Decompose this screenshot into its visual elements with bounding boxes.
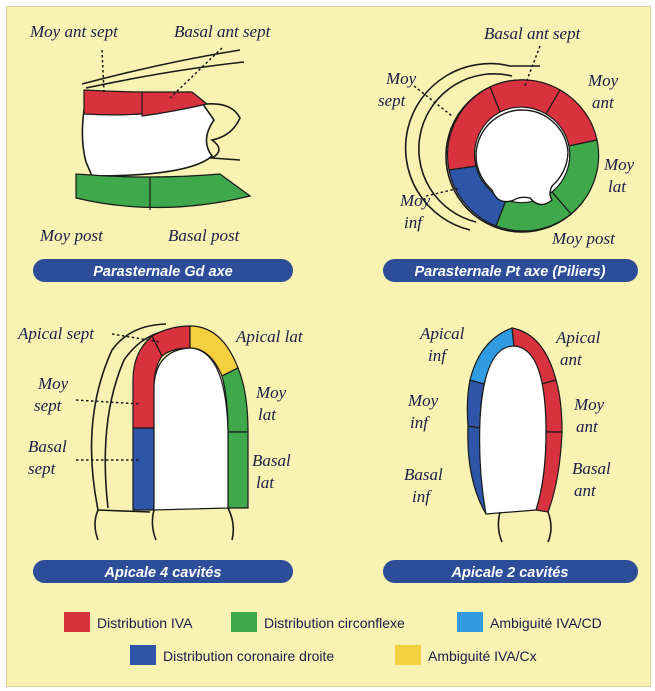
leader-basal-ant-sept [170, 48, 222, 98]
label-moy-lat-4c-2: lat [258, 405, 277, 424]
panel-apical-2-chamber: Apical inf Apical ant Moy inf Moy ant Ba… [383, 324, 638, 583]
legend-label-iva: Distribution IVA [97, 615, 193, 631]
banner-parasternal-gd-axe-text: Parasternale Gd axe [93, 264, 232, 280]
label-apical-lat: Apical lat [235, 327, 304, 346]
label-moy-sept-4c-2: sept [34, 396, 63, 415]
panel-parasternal-long-axis: Moy ant sept Basal ant sept Moy post Bas… [29, 22, 293, 282]
tricuspid-stub [95, 510, 98, 540]
legend-item-ambiguite-iva-cd: Ambiguité IVA/CD [457, 612, 602, 632]
leader-moy-ant-sept [102, 50, 104, 92]
label-moy-lat-4c-1: Moy [255, 383, 287, 402]
mitral-stub-right [228, 508, 233, 540]
outer-arc-2 [86, 62, 244, 88]
label-moy-lat-1: Moy [603, 155, 635, 174]
legend-label-ambiguite-iva-cd: Ambiguité IVA/CD [490, 615, 602, 631]
label-basal-sept-2: sept [28, 459, 57, 478]
label-apical-ant-2: ant [560, 350, 583, 369]
lv-cavity-2c [480, 346, 546, 514]
label-moy-ant-2c-2: ant [576, 417, 599, 436]
label-moy-inf-2c-2: inf [410, 413, 430, 432]
legend: Distribution IVA Distribution circonflex… [64, 612, 602, 665]
segment-posterior-wall [76, 174, 250, 208]
label-moy-ant-sept: Moy ant sept [29, 22, 119, 41]
legend-item-coronaire-droite: Distribution coronaire droite [130, 645, 334, 665]
banner-apicale-4-cavites-text: Apicale 4 cavités [104, 565, 222, 581]
banner-parasternal-pt-axe-text: Parasternale Pt axe (Piliers) [414, 264, 605, 280]
segment-basal-sept [133, 428, 154, 510]
label-moy-sept-4c-1: Moy [37, 374, 69, 393]
label-basal-ant-sept-sax: Basal ant sept [484, 24, 582, 43]
label-basal-sept-1: Basal [28, 437, 67, 456]
label-apical-inf-2: inf [428, 346, 448, 365]
label-apical-ant-1: Apical [555, 328, 601, 347]
legend-item-ambiguite-iva-cx: Ambiguité IVA/Cx [395, 645, 537, 665]
leader-moy-sept-4c [76, 400, 140, 404]
label-basal-inf-1: Basal [404, 465, 443, 484]
legend-item-circonflexe: Distribution circonflexe [231, 612, 405, 632]
label-apical-inf-1: Apical [419, 324, 465, 343]
banner-apicale-2-cavites-text: Apicale 2 cavités [451, 565, 569, 581]
mitral-stub-2c-left [498, 512, 502, 542]
label-moy-inf-1: Moy [399, 191, 431, 210]
label-moy-inf-2c-1: Moy [407, 391, 439, 410]
label-moy-post-sax: Moy post [551, 229, 616, 248]
outer-arc-1 [82, 50, 240, 84]
label-moy-sept-1: Moy [385, 69, 417, 88]
label-moy-ant-1: Moy [587, 71, 619, 90]
legend-swatch-ambiguite-iva-cx [395, 645, 421, 665]
label-moy-inf-2: inf [404, 213, 424, 232]
label-basal-post: Basal post [168, 226, 241, 245]
legend-label-circonflexe: Distribution circonflexe [264, 615, 405, 631]
legend-item-iva: Distribution IVA [64, 612, 193, 632]
label-basal-lat-2: lat [256, 473, 275, 492]
label-basal-lat-1: Basal [252, 451, 291, 470]
legend-swatch-coronaire-droite [130, 645, 156, 665]
label-basal-ant-2: ant [574, 481, 597, 500]
label-moy-post: Moy post [39, 226, 104, 245]
label-moy-ant-2: ant [592, 93, 615, 112]
label-basal-inf-2: inf [412, 487, 432, 506]
mitral-stub-2c-right [548, 512, 551, 542]
legend-swatch-iva [64, 612, 90, 632]
aortic-root-outline [206, 104, 240, 160]
legend-swatch-circonflexe [231, 612, 257, 632]
legend-label-ambiguite-iva-cx: Ambiguité IVA/Cx [428, 648, 537, 664]
label-basal-ant-1: Basal [572, 459, 611, 478]
segment-basal-lat [228, 432, 248, 508]
legend-swatch-ambiguite-iva-cd [457, 612, 483, 632]
mitral-stub-left [152, 510, 156, 540]
label-moy-lat-2: lat [608, 177, 627, 196]
legend-label-coronaire-droite: Distribution coronaire droite [163, 648, 334, 664]
lv-cavity-4c [154, 348, 228, 510]
label-apical-sept: Apical sept [17, 324, 95, 343]
panel-parasternal-short-axis: Basal ant sept Moy sept Moy ant Moy lat … [378, 24, 638, 282]
panel-apical-4-chamber: Apical sept Apical lat Moy sept Moy lat … [17, 324, 304, 583]
label-moy-sept-2: sept [378, 91, 407, 110]
label-basal-ant-sept: Basal ant sept [174, 22, 272, 41]
label-moy-ant-2c-1: Moy [573, 395, 605, 414]
